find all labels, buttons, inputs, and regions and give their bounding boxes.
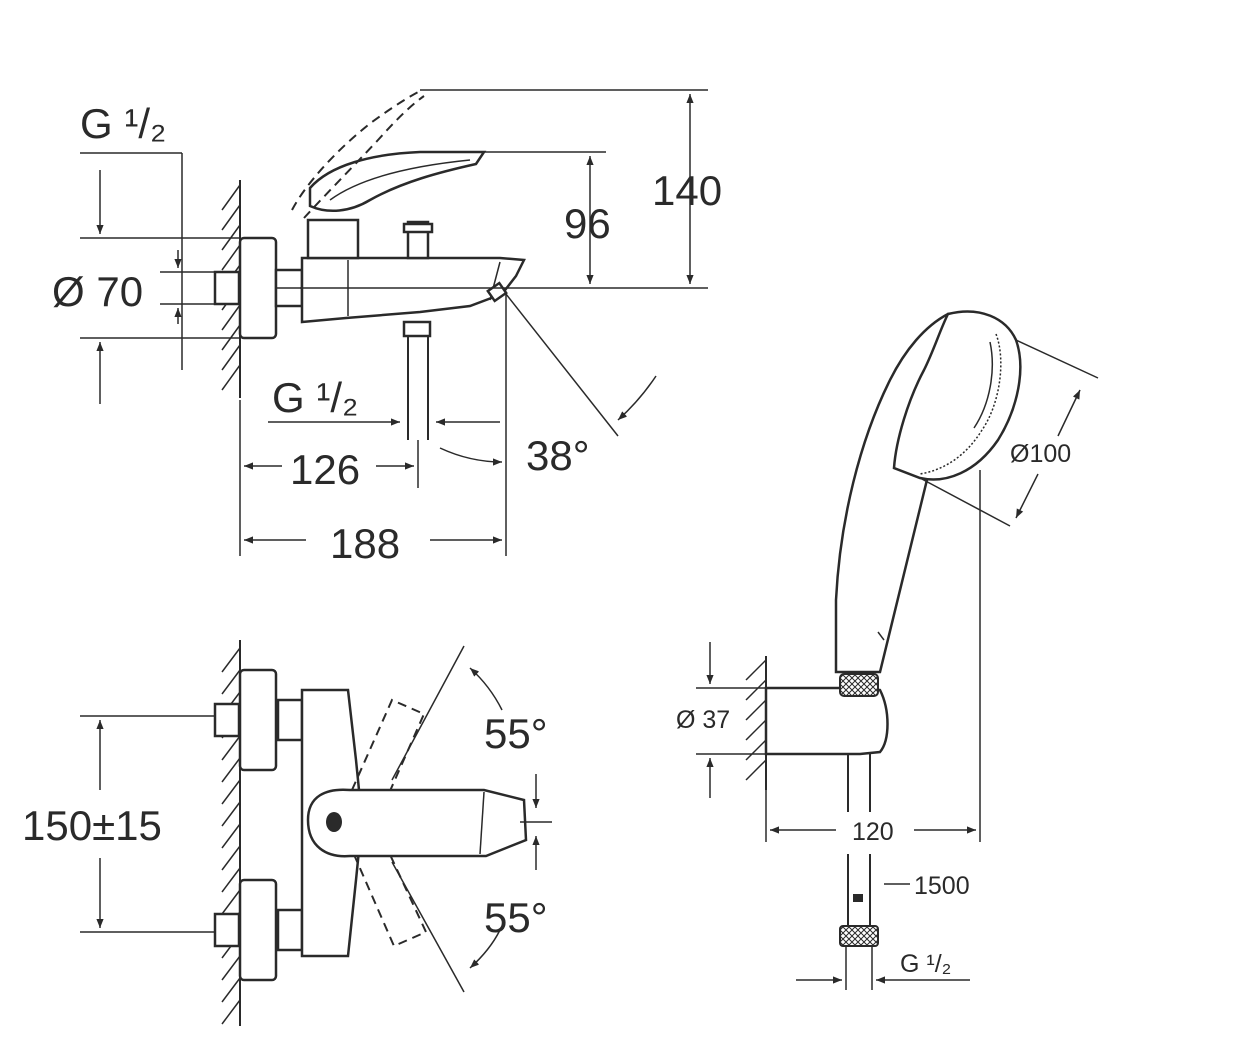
nut-upper: [276, 698, 304, 742]
dim-hose-thread-label: G ¹/₂: [900, 950, 951, 978]
dim-spout-thread-label: G ¹/₂: [272, 374, 358, 421]
shower-knurled-nut: [839, 673, 879, 697]
dim-angle-down-label: 55°: [484, 894, 548, 941]
dim-centres-label: 150±15: [22, 802, 162, 849]
dim-height-outer-label: 140: [652, 167, 722, 214]
dim-holder-diameter-label: Ø 37: [676, 706, 730, 734]
dim-spout-angle-label: 38°: [526, 432, 590, 479]
tap-side-view: G ¹/₂ Ø 70 96 140 G ¹/₂ 126: [52, 89, 722, 567]
shower-wall-hatching: [745, 659, 767, 781]
dim-hose-length-label: 1500: [914, 872, 970, 900]
shower-outlet: [402, 320, 432, 338]
lever: [308, 150, 487, 212]
lever-lifted-outline: [291, 89, 423, 211]
hose-knurled-nut: [839, 925, 879, 947]
angle-line-down: [391, 861, 465, 993]
nut-lower: [276, 908, 304, 952]
escutcheon-upper: [238, 668, 278, 772]
hose-end-marker: [853, 894, 863, 902]
lever-rotated-up: [350, 698, 426, 802]
dim-projection-label: 120: [852, 818, 894, 846]
lever-indicator: [326, 812, 342, 832]
tap-top-view: 55° 55° 150±15: [22, 640, 552, 1026]
tap-body: [300, 256, 526, 324]
wall-fitting-upper: [213, 702, 241, 738]
dim-angle-line: [505, 293, 619, 437]
hand-shower: Ø100 Ø 37 120 1500 G ¹/₂: [676, 310, 1099, 990]
angle-line-up: [391, 645, 465, 781]
wall-fitting-lower: [213, 912, 241, 948]
wall-holder: [764, 686, 889, 756]
dim-spout-offset-label: 126: [290, 446, 360, 493]
dim-angle-up-label: 55°: [484, 710, 548, 757]
escutcheon-lower: [238, 878, 278, 982]
dim-height-inner-label: 96: [564, 200, 611, 247]
lever-top: [306, 788, 528, 858]
dim-top-thread-label: G ¹/₂: [80, 100, 166, 147]
shower-head: [892, 310, 1022, 481]
lever-base: [306, 218, 360, 260]
dim-head-ext-top: [1015, 339, 1099, 379]
lever-rotated-down: [350, 844, 428, 948]
escutcheon: [238, 236, 278, 340]
wall-fitting: [213, 270, 241, 306]
dim-spout-length-label: 188: [330, 520, 400, 567]
dim-head-diameter-label: Ø100: [1010, 440, 1071, 468]
dim-head-ext-bottom: [919, 477, 1011, 527]
dim-diameter-label: Ø 70: [52, 268, 143, 315]
